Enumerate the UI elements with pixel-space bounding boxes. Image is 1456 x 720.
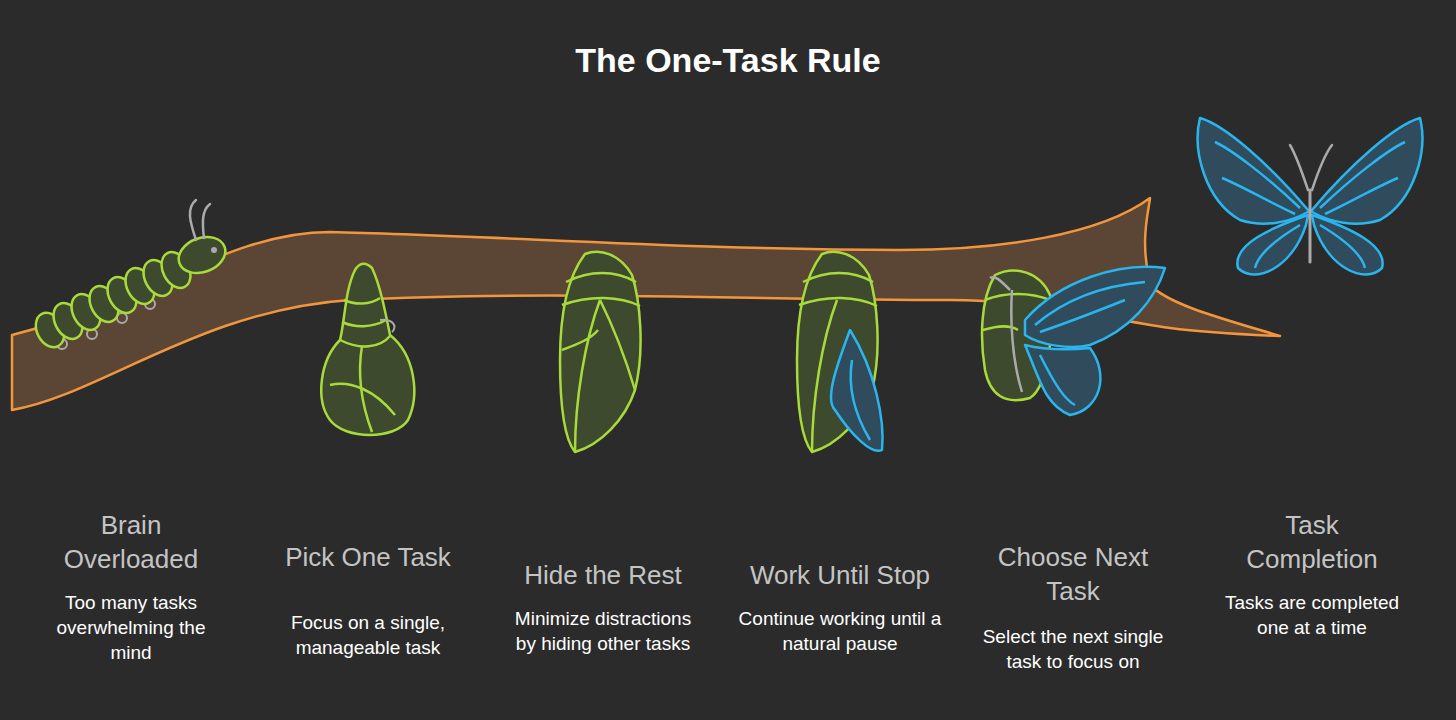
illustration-stroke [1215, 142, 1300, 214]
illustration-stroke [831, 330, 883, 451]
illustration-stroke [1198, 118, 1308, 224]
illustration-stroke [1237, 215, 1308, 275]
illustration-stroke [1312, 118, 1422, 224]
illustration-stroke [1025, 345, 1100, 415]
illustration-stroke [1290, 145, 1332, 190]
chrysalis [560, 252, 641, 452]
diagram-title: The One-Task Rule [0, 40, 1456, 80]
illustration-stroke [1025, 267, 1165, 347]
illustration-stroke [560, 252, 641, 452]
step-description: Tasks are completed one at a time [1217, 590, 1407, 640]
chrysalis [797, 252, 883, 452]
chrysalis [321, 264, 414, 435]
step-heading: Task Completion [1217, 508, 1407, 576]
caterpillar [30, 200, 230, 352]
step-description: Continue working until a natural pause [730, 606, 950, 656]
illustration-stroke [1035, 282, 1145, 332]
butterfly [1198, 118, 1423, 275]
illustration-stroke [1312, 118, 1422, 275]
step-description: Too many tasks overwhelming the mind [41, 590, 221, 665]
illustration-stroke [851, 360, 870, 440]
stage-step: Pick One TaskFocus on a single, manageab… [263, 540, 473, 660]
illustration-stroke [174, 231, 231, 279]
illustration-stroke [562, 273, 640, 452]
stage-step: Work Until StopContinue working until a … [730, 558, 950, 656]
step-heading: Brain Overloaded [41, 508, 221, 576]
illustration-stroke [380, 320, 394, 332]
step-description: Minimize distractions by hiding other ta… [508, 606, 698, 656]
stage-step: Brain OverloadedToo many tasks overwhelm… [41, 508, 221, 665]
illustration-stroke [1255, 225, 1300, 268]
step-heading: Choose Next Task [978, 540, 1168, 608]
illustration-stroke [990, 277, 1022, 392]
step-description: Focus on a single, manageable task [263, 610, 473, 660]
step-heading: Hide the Rest [508, 558, 698, 592]
illustration-stroke [1309, 190, 1312, 262]
illustration-stroke [1312, 215, 1383, 275]
illustration-stroke [190, 200, 210, 240]
stage-step: Choose Next TaskSelect the next single t… [978, 540, 1168, 674]
emerging-butterfly [982, 267, 1165, 415]
stage-step: Hide the RestMinimize distractions by hi… [508, 558, 698, 656]
illustration-stroke [330, 298, 395, 432]
illustration-stroke [1320, 225, 1365, 268]
step-description: Select the next single task to focus on [978, 624, 1168, 674]
illustration-stroke [211, 247, 217, 253]
illustration-stroke [1320, 142, 1405, 214]
illustration-stroke [1198, 118, 1308, 275]
step-heading: Pick One Task [263, 540, 473, 574]
stage-step: Task CompletionTasks are completed one a… [1217, 508, 1407, 640]
illustration-stroke [1040, 355, 1075, 405]
illustration-stroke [321, 264, 414, 435]
step-heading: Work Until Stop [730, 558, 950, 592]
